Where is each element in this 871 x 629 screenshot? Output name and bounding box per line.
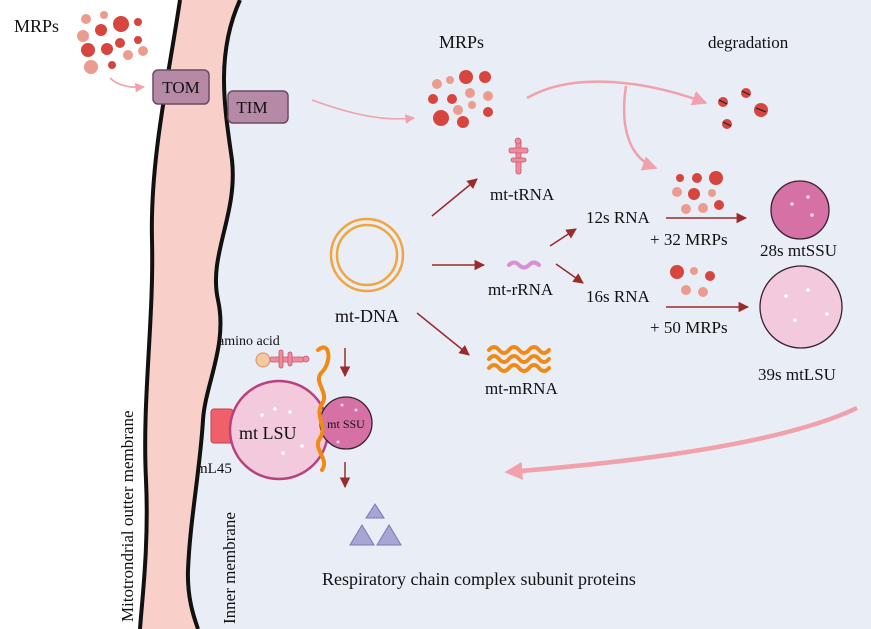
mrps-lsu-cluster [670,265,715,297]
mt-mrna-label: mt-mRNA [485,379,558,398]
mt-ssu-label: mt SSU [327,417,365,431]
rna-16s-label: 16s RNA [586,287,650,306]
mtssu-28s-particle [770,180,830,240]
matrix-region [187,0,871,629]
mrna-strands [487,345,551,373]
aminoacyl-trna [255,349,310,369]
mrps-outside-cluster [77,11,148,74]
tom-complex [152,69,210,105]
mrps-ssu-cluster [672,171,724,214]
respiratory-chain-label: Respiratory chain complex subunit protei… [322,569,636,589]
inner-membrane-label: Inner membrane [220,512,239,624]
degradation-label: degradation [708,33,789,52]
degraded-proteins [718,88,768,129]
outer-membrane-line [138,0,182,629]
arrow-to-degradation [526,80,708,106]
tim-complex [227,90,289,124]
outer-membrane-label: Mitotrondrial outter membrane [118,411,137,623]
rna-12s-label: 12s RNA [586,208,650,227]
arrow-mrps-to-tom [109,77,145,93]
mrps-matrix-cluster [428,70,493,128]
mrps-outside-label: MRPs [14,16,59,36]
mt-trna-label: mt-tRNA [490,185,555,204]
ml45-label: mL45 [196,461,232,477]
arrow-to-mrps-ssu [622,85,658,171]
tom-label: TOM [162,78,199,97]
tim-label: TIM [236,98,267,117]
mt-dna-ring [329,217,405,293]
mtssu-28s-label: 28s mtSSU [760,241,837,260]
arrow-dna-to-trna [431,178,478,217]
inner-membrane-line [185,0,242,629]
amino-acid-label: amino acid [218,334,280,349]
translating-mrna [316,345,331,472]
mtlsu-39s-label: 39s mtLSU [758,365,836,384]
arrow-rrna-to-12s [549,228,577,247]
trna-shape [508,137,529,175]
intermembrane-space [140,0,240,629]
protein-triangles [349,503,402,546]
arrow-tim-to-mrps [311,99,415,124]
plus-32-mrps-label: + 32 MRPs [650,230,728,249]
arrow-dna-to-mrna [416,312,470,356]
mt-lsu-label: mt LSU [239,423,297,443]
mt-rrna-label: mt-rRNA [488,280,554,299]
arrow-ribosome-return [504,405,858,480]
mrps-matrix-label: MRPs [439,32,484,52]
mtlsu-39s-particle [759,265,843,349]
mt-dna-label: mt-DNA [335,306,399,326]
plus-50-mrps-label: + 50 MRPs [650,318,728,337]
rrna-squiggle [507,260,541,270]
arrow-rrna-to-16s [555,263,584,284]
